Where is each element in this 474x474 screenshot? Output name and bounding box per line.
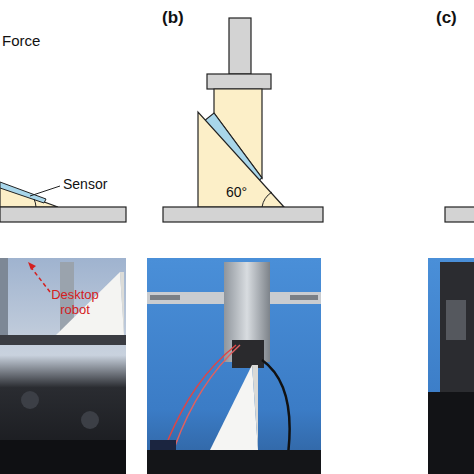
panel-a-photo [0, 258, 126, 474]
panel-b-schematic [163, 18, 323, 222]
panel-b-photo [147, 258, 321, 474]
panel-c-photo [428, 258, 474, 474]
force-label: Force [2, 32, 40, 49]
callout-label: Desktop robot [44, 288, 106, 318]
sensor-label: Sensor [63, 176, 107, 192]
panel-c-schematic [445, 207, 474, 222]
panel-letter: (c) [436, 8, 457, 28]
angle-label: 60° [226, 184, 247, 200]
panel-letter: (b) [162, 8, 184, 28]
